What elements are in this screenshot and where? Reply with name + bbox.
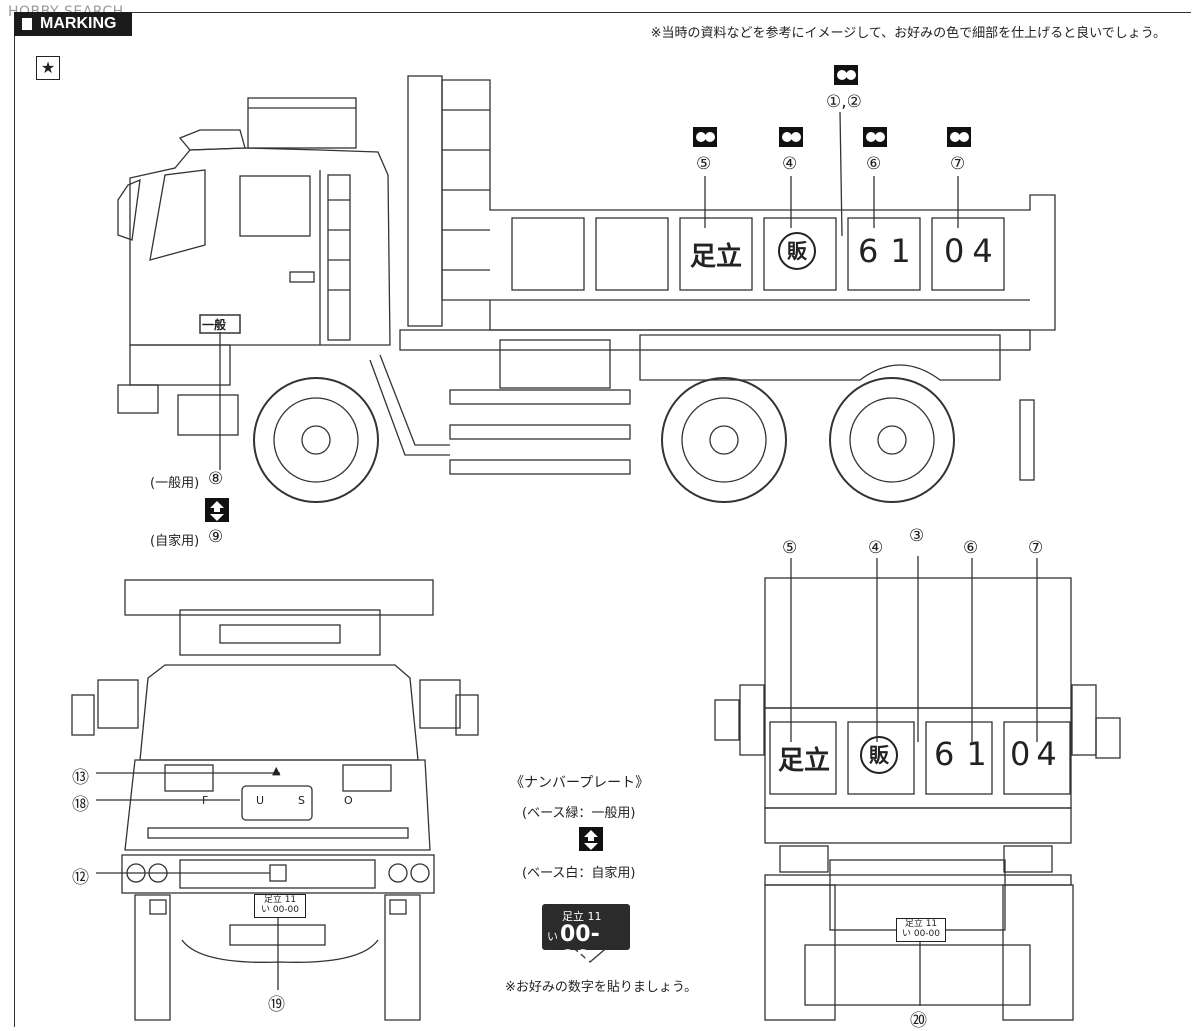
rear-marking-number-2: 04 <box>1010 735 1063 773</box>
top-note: ※当時の資料などを参考にイメージして、お好みの色で細部を仕上げると良いでしょう。 <box>650 26 1166 41</box>
plate-green-label: (ベース緑：一般用) <box>522 806 636 821</box>
callout-12: ⑫ <box>72 868 89 888</box>
callout-8: ⑧ <box>208 469 224 489</box>
rear-callout-20: ⑳ <box>910 1011 927 1031</box>
rear-marking-region: 足立 <box>778 746 831 776</box>
rear-view-truck <box>714 556 1121 1021</box>
callout-18: ⑱ <box>72 795 89 815</box>
paint-swatch-icon <box>833 64 859 86</box>
legend-private: (自家用) <box>150 534 200 549</box>
callout-5: ⑤ <box>696 154 712 174</box>
mitsubishi-logo-icon: ▲ <box>272 764 281 777</box>
rear-callout-7: ⑦ <box>1028 538 1044 558</box>
plate-arrow <box>569 944 611 963</box>
page-frame <box>14 12 1191 1027</box>
cab-plate-label: 一般 <box>202 318 227 332</box>
paint-swatch-icon <box>778 126 804 148</box>
plate-sample: 足立 11 い 00-00 <box>542 904 630 972</box>
swap-arrow-icon <box>578 826 604 852</box>
rear-callout-6: ⑥ <box>963 538 979 558</box>
callout-19: ⑲ <box>268 995 285 1015</box>
paint-swatch-icon <box>946 126 972 148</box>
front-view-truck <box>71 579 479 1021</box>
marking-business-circle: 販 <box>778 232 816 270</box>
paint-swatch-icon <box>692 126 718 148</box>
marking-number-1: 61 <box>858 232 923 270</box>
rear-callout-3: ③ <box>909 526 925 546</box>
rear-marking-number-1: 61 <box>934 735 999 773</box>
callout-7: ⑦ <box>950 154 966 174</box>
paint-swatch-icon <box>862 126 888 148</box>
callout-6: ⑥ <box>866 154 882 174</box>
callout-1-2: ①,② <box>826 92 862 112</box>
rear-callout-4: ④ <box>868 538 884 558</box>
marking-number-2: 04 <box>944 232 1001 270</box>
callout-13: ⑬ <box>72 768 89 788</box>
rear-marking-business-circle: 販 <box>860 736 898 774</box>
plate-white-label: (ベース白：自家用) <box>522 866 636 881</box>
star-icon: ★ <box>36 56 60 80</box>
rear-callout-5: ⑤ <box>782 538 798 558</box>
side-view-truck <box>117 75 1056 503</box>
callout-9: ⑨ <box>208 527 224 547</box>
section-header: MARKING <box>14 12 132 36</box>
plate-legend-title: 《ナンバープレート》 <box>510 775 650 791</box>
plate-note: ※お好みの数字を貼りましょう。 <box>505 980 698 995</box>
callout-4: ④ <box>782 154 798 174</box>
swap-arrow-icon <box>204 497 230 523</box>
marking-region: 足立 <box>690 242 743 272</box>
legend-general: (一般用) <box>150 476 200 491</box>
